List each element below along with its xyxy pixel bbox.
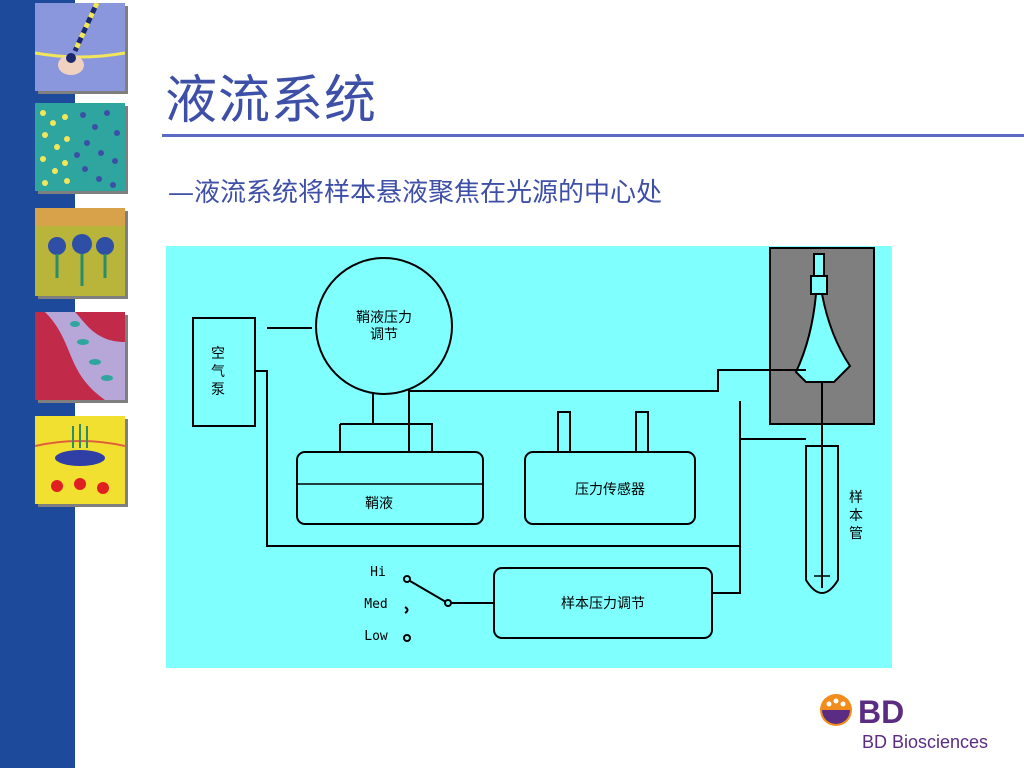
sample-tube-label-3: 管 [849,526,863,542]
sheath-fluid-label: 鞘液 [365,496,393,512]
pressure-sensor [524,451,696,525]
sample-tube-label-1: 样 [849,490,863,506]
switch-contact-hi [403,575,411,583]
switch-level-med: Med [364,597,387,612]
title-underline [162,134,1024,137]
sample-pressure-regulator [493,567,713,639]
switch-lever [409,580,447,603]
flow-cell-top-nozzle [813,253,825,277]
sensor-port-right [635,411,649,453]
air-pump-label-1: 空 [211,346,225,362]
sample-regulator-label: 样本压力调节 [561,596,645,612]
air-pump-label-2: 气 [211,364,225,380]
tile-5-cells [35,416,125,504]
tile-2-dots [35,103,125,191]
tile-4-tissue [35,312,125,400]
switch-contact-med [404,606,409,614]
air-pump [192,317,256,427]
bd-sun-icon [820,694,852,726]
sample-tube-label-2: 本 [849,508,863,524]
pressure-sensor-label: 压力传感器 [575,481,645,498]
sheath-pressure-regulator [315,257,453,395]
sheath-regulator-label-1: 鞘液压力 [356,310,412,326]
bd-brand-text: BD [858,694,904,730]
air-pump-label-3: 泵 [211,382,225,398]
switch-level-hi: Hi [370,565,386,580]
sensor-port-left [557,411,571,453]
bd-biosciences-logo: BD BD Biosciences [820,694,988,752]
sheath-regulator-label-2: 调节 [370,327,398,343]
tile-1-cell-sample [35,3,125,91]
flow-cell-cone [794,293,852,383]
switch-level-low: Low [364,629,388,644]
slide-title: 液流系统 [165,71,378,131]
switch-pivot [444,599,452,607]
bd-division-text: BD Biosciences [862,732,988,752]
slide-subtitle: —液流系统将样本悬液聚焦在光源的中心处 [168,178,663,208]
flow-cell-injector [810,275,828,295]
sheath-fluid-tank [296,451,484,525]
fluidics-diagram: 鞘液压力 调节 空 气 泵 鞘液 压力传感器 样本压力调节 Hi Med Low… [166,246,892,668]
switch-contact-low [403,634,411,642]
tile-3-neurons [35,208,125,296]
